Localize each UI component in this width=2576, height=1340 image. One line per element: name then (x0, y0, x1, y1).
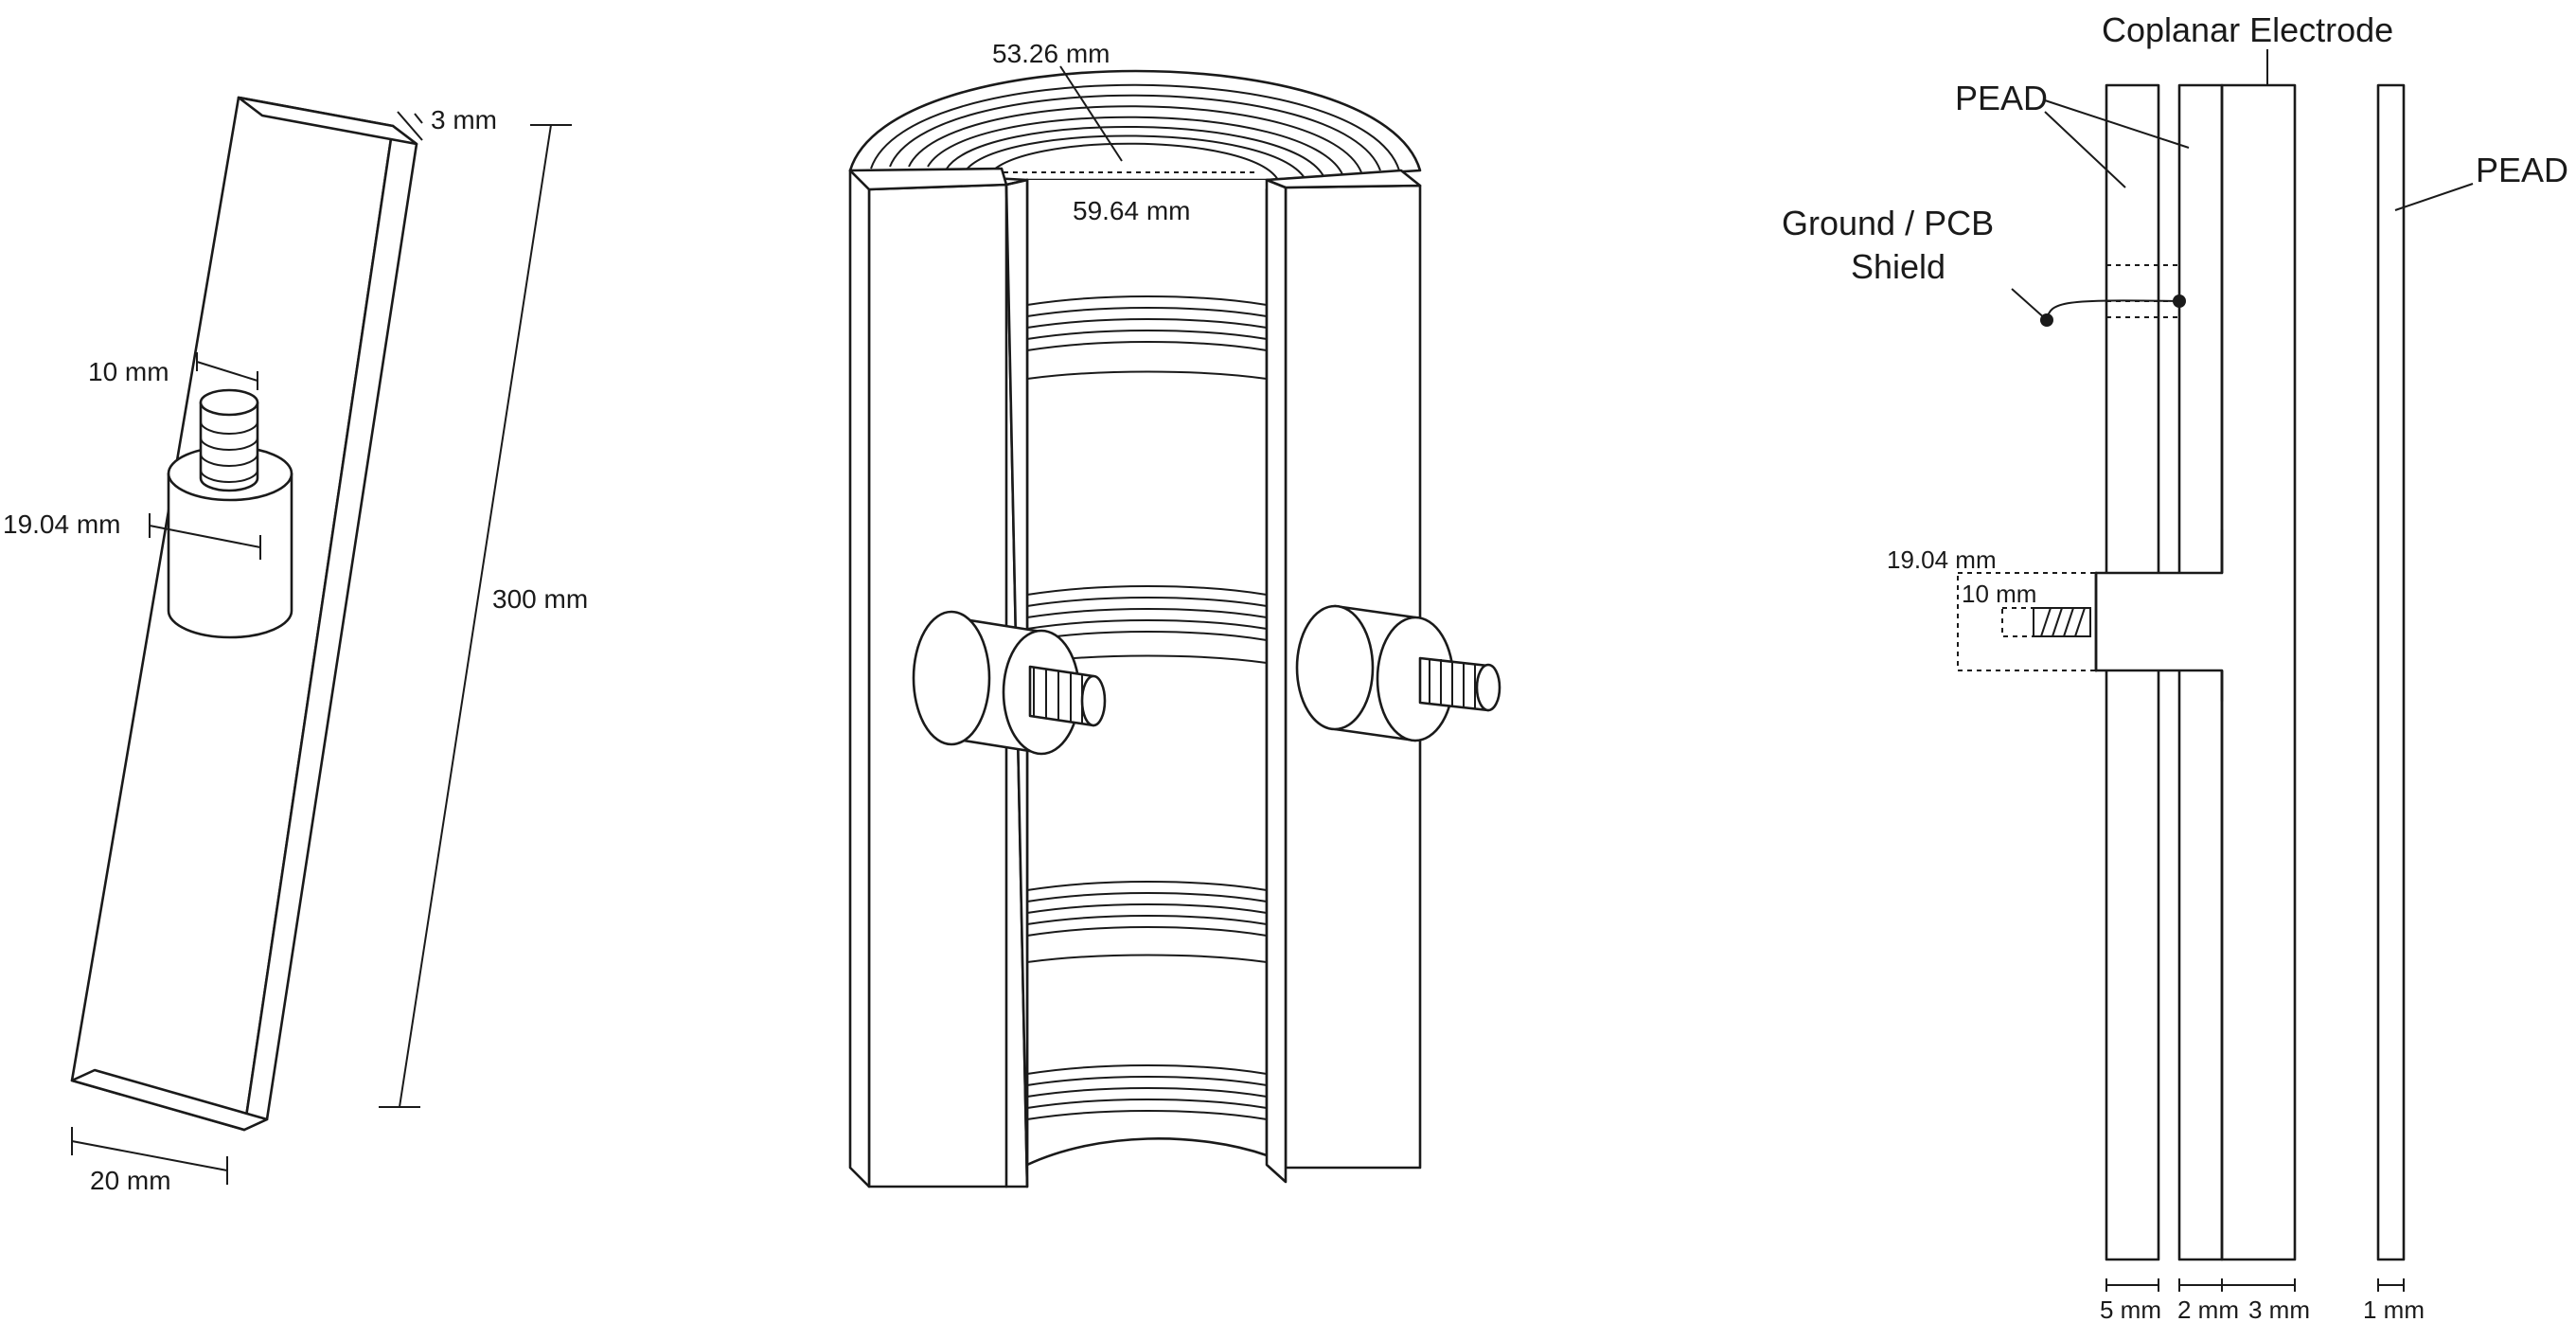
left-bar-figure: 3 mm 10 mm 19.04 mm 300 mm 20 mm (3, 96, 588, 1195)
middle-left-connector (912, 610, 1107, 756)
connector-pin-body (199, 401, 259, 492)
layer-2mm (2177, 83, 2224, 1261)
connector-pin-hatch (2033, 607, 2091, 637)
dim-1mm-label: 1 mm (2363, 1295, 2425, 1324)
left-base-label: 19.04 mm (3, 509, 121, 539)
connector-pin-dotted (2001, 607, 2091, 637)
left-length-label: 300 mm (492, 584, 588, 614)
bar-top-face (237, 96, 418, 146)
right-section-figure: Coplanar Electrode PEAD PEAD Ground / PC… (1782, 10, 2568, 1324)
connector-cutout (2097, 573, 2226, 670)
middle-housing-figure: 53.26 mm 59.64 mm (848, 39, 1501, 1188)
ring-group-4 (1026, 1064, 1268, 1120)
middle-right-connector (1295, 604, 1501, 742)
housing-right-top (1265, 169, 1422, 189)
ring-group-3 (1026, 881, 1268, 963)
pead-label-right: PEAD (2476, 151, 2568, 189)
dim-3mm-label: 3 mm (2248, 1295, 2310, 1324)
left-thickness-label: 3 mm (431, 105, 497, 134)
dim-5mm-label: 5 mm (2100, 1295, 2161, 1324)
coplanar-electrode-label: Coplanar Electrode (2102, 10, 2393, 49)
bar-bottom-face (70, 1068, 269, 1132)
left-pin-label: 10 mm (88, 357, 169, 386)
ground-label-line1: Ground / PCB (1782, 204, 1994, 242)
housing-right-side (1265, 178, 1288, 1184)
middle-inner-label: 53.26 mm (992, 39, 1110, 68)
right-base-label: 19.04 mm (1887, 545, 1997, 574)
layer-pead-5mm (2105, 83, 2160, 1261)
connector-base-body (167, 472, 293, 639)
layer-pead-1mm (2376, 83, 2406, 1261)
left-connector (167, 388, 293, 639)
ring-group-1 (1026, 295, 1268, 380)
left-width-label: 20 mm (90, 1166, 171, 1195)
bottom-dimensions: 5 mm 2 mm 3 mm 1 mm (2100, 1278, 2425, 1324)
housing-left-side (848, 169, 871, 1188)
dim-2mm-label: 2 mm (2177, 1295, 2239, 1324)
housing-left-top (848, 167, 1008, 191)
connector-base-dotted (1957, 572, 2097, 671)
ground-label-line2: Shield (1851, 247, 1945, 286)
middle-outer-label: 59.64 mm (1073, 196, 1191, 225)
pead-label-left: PEAD (1955, 79, 2048, 117)
right-pin-label: 10 mm (1962, 580, 2036, 608)
layer-coplanar-3mm (2220, 83, 2297, 1261)
connector-pin-top (199, 388, 259, 417)
